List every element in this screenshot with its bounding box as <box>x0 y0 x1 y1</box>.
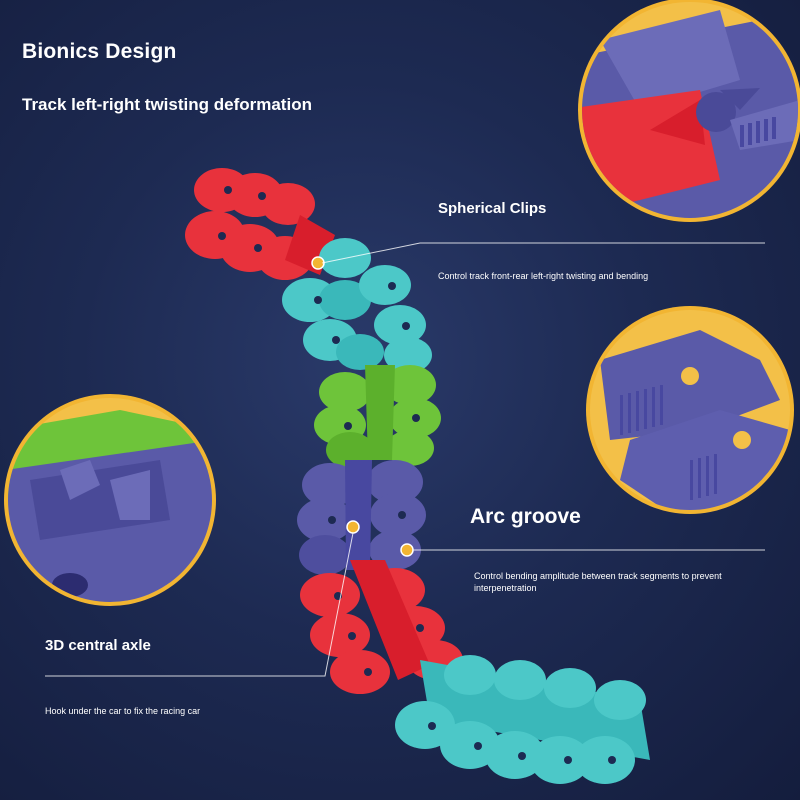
callout-description-spherical-clips: Control track front-rear left-right twis… <box>438 271 649 281</box>
callout-label-central-axle: 3D central axle <box>45 637 151 654</box>
track-segment-teal-lower <box>395 655 650 784</box>
marker-arc-groove <box>400 543 414 557</box>
track-segment-red-top <box>185 168 335 280</box>
callout-description-arc-groove: Control bending amplitude between track … <box>474 571 722 593</box>
track-segment-red-lower <box>300 560 463 694</box>
leader-line-central-axle <box>45 532 354 677</box>
callout-description-central-axle: Hook under the car to fix the racing car <box>45 706 201 716</box>
page-title: Bionics Design <box>22 40 177 63</box>
track-segment-teal-upper <box>282 238 432 373</box>
track-segment-purple <box>297 460 426 575</box>
zoom-circle-spherical-clips <box>578 0 800 222</box>
track-chain <box>185 168 650 784</box>
zoom-circle-central-axle <box>4 394 216 606</box>
callout-label-spherical-clips: Spherical Clips <box>438 200 547 217</box>
marker-central-axle <box>346 520 360 534</box>
callout-label-arc-groove: Arc groove <box>470 505 581 528</box>
page-subtitle: Track left-right twisting deformation <box>22 95 312 114</box>
track-segment-green <box>314 365 441 468</box>
zoom-circle-arc-groove <box>586 306 794 514</box>
leader-line-spherical-clips <box>321 242 765 264</box>
